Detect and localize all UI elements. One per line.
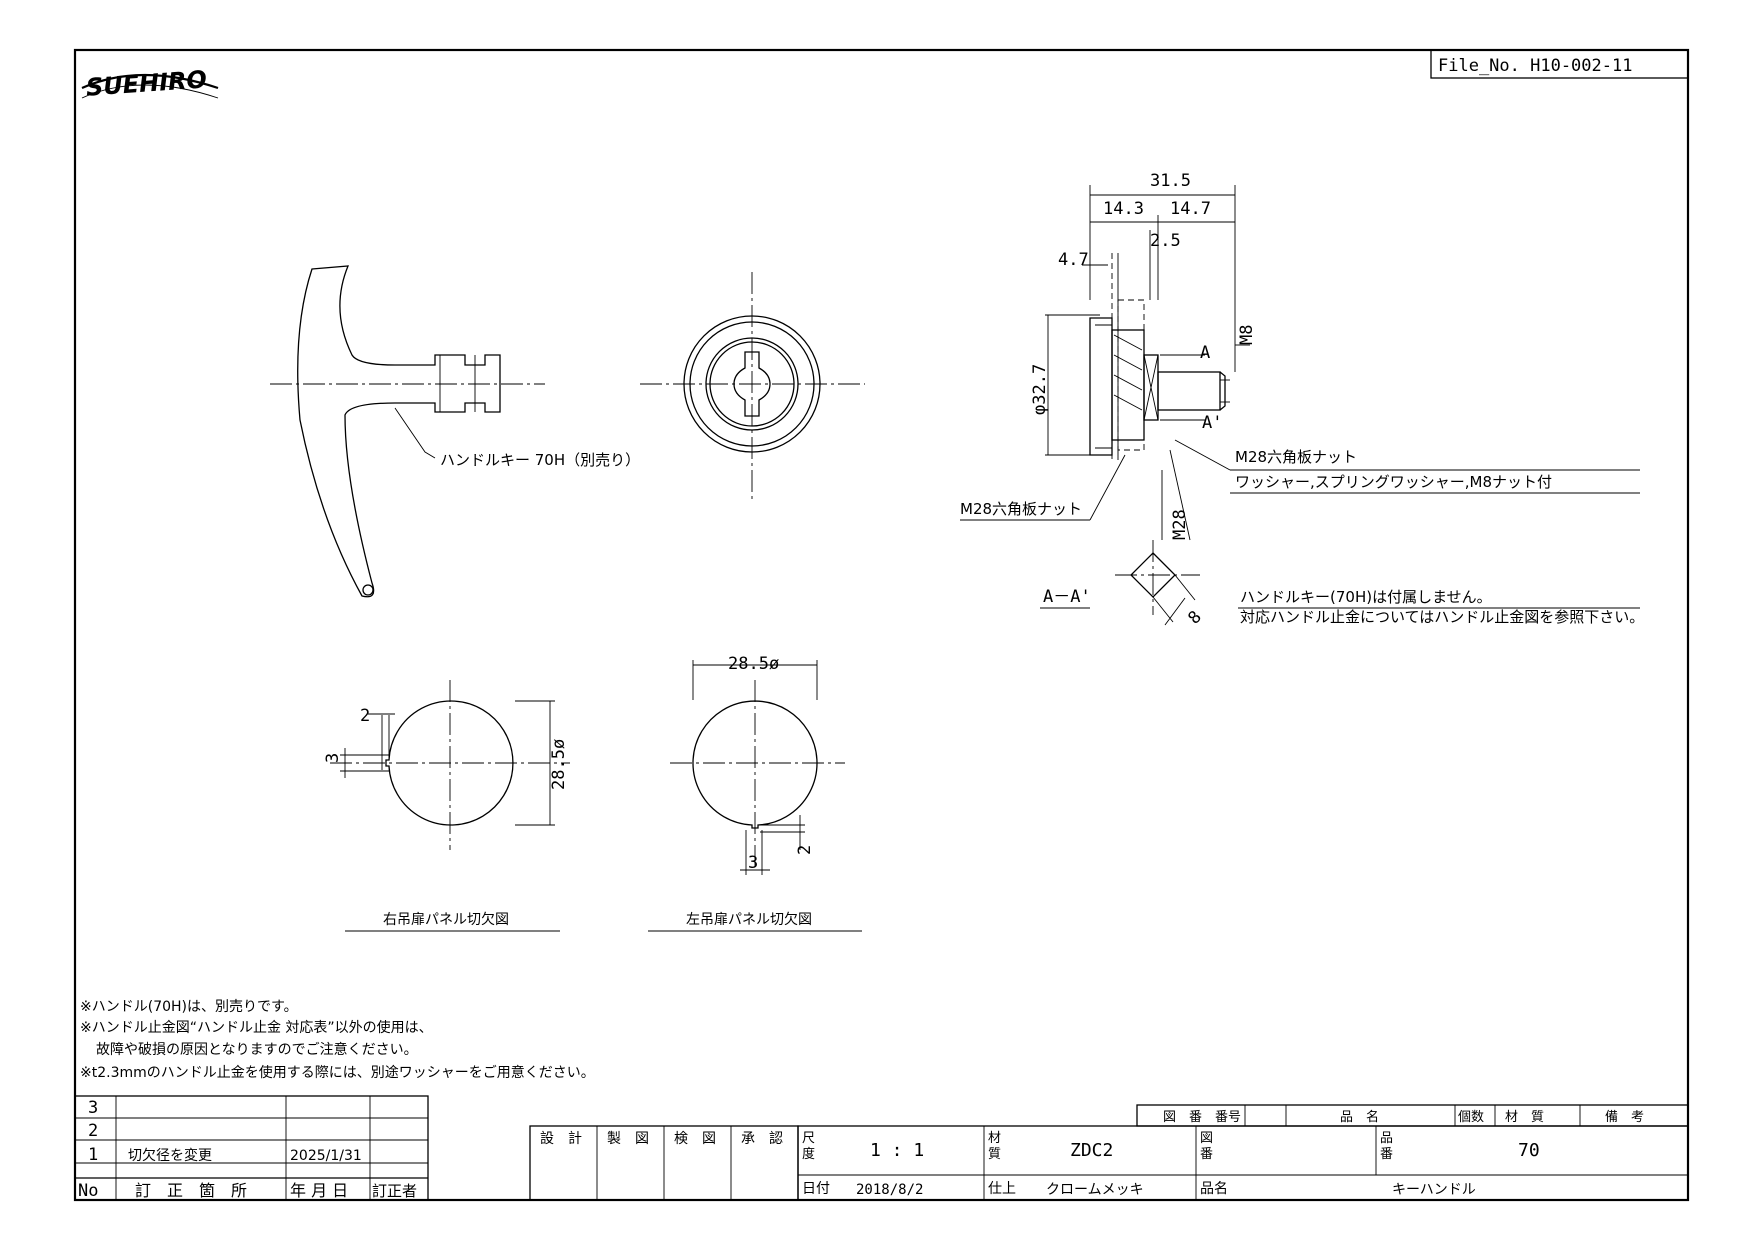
part-no-label-2: 番 bbox=[1380, 1147, 1393, 1162]
suehiro-logo: SUEHIRO bbox=[81, 65, 219, 102]
date-label: 日付 bbox=[802, 1181, 830, 1197]
approval-draft: 製 図 bbox=[607, 1131, 649, 1147]
file-no: File_No. H10-002-11 bbox=[1438, 56, 1632, 76]
scale-label-1: 尺 bbox=[802, 1131, 815, 1146]
finish-value: クロームメッキ bbox=[1046, 1182, 1144, 1198]
note-1: ※ハンドル(70H)は、別売りです。 bbox=[80, 999, 298, 1015]
callout-nut-right: M28六角板ナット bbox=[1235, 448, 1357, 466]
dim-d: 4.7 bbox=[1058, 250, 1089, 270]
cutout-right-caption: 右吊扉パネル切欠図 bbox=[383, 912, 509, 928]
drawing-no-label-2: 番 bbox=[1200, 1147, 1213, 1162]
hdr-zuban: 図 番 番号 bbox=[1163, 1110, 1241, 1125]
logo-text: SUEHIRO bbox=[85, 65, 208, 101]
dim-a: 14.3 bbox=[1103, 199, 1144, 219]
approval-block: 設 計 製 図 検 図 承 認 bbox=[529, 1125, 799, 1201]
cutout-right-view: 2 3 28.5ø 右吊扉パネル切欠図 bbox=[323, 680, 570, 932]
handle-callout: ハンドルキー 70H（別売り） bbox=[440, 451, 640, 469]
approval-design: 設 計 bbox=[540, 1131, 582, 1147]
note-right-1: ハンドルキー(70H)は付属しません。 bbox=[1240, 588, 1492, 606]
lock-front-view bbox=[640, 272, 865, 500]
rev-no-3: 3 bbox=[88, 1098, 98, 1118]
mark-a: A bbox=[1200, 343, 1210, 363]
cutout-right-2: 2 bbox=[360, 706, 370, 726]
sq-dim: 8 bbox=[1184, 607, 1205, 628]
rev-header-no: No bbox=[78, 1181, 98, 1201]
cutout-right-dia: 28.5ø bbox=[549, 739, 569, 790]
note-right-2: 対応ハンドル止金についてはハンドル止金図を参照下さい。 bbox=[1240, 608, 1644, 626]
rev-no-1: 1 bbox=[88, 1145, 98, 1165]
callout-washer: ワッシャー,スプリングワッシャー,M8ナット付 bbox=[1235, 473, 1552, 491]
rev-no-2: 2 bbox=[88, 1121, 98, 1141]
dim-total: 31.5 bbox=[1150, 171, 1191, 191]
note-4: ※t2.3mmのハンドル止金を使用する際には、別途ワッシャーをご用意ください。 bbox=[80, 1064, 595, 1081]
note-3: 故障や破損の原因となりますのでご注意ください。 bbox=[96, 1041, 418, 1058]
title-block: 図 番 番号 品 名 個数 材 質 備 考 尺 度 1 : 1 材 質 ZDC2… bbox=[797, 1104, 1689, 1201]
hdr-kosu: 個数 bbox=[1458, 1110, 1484, 1125]
section-aa: A－A' 8 bbox=[1040, 540, 1206, 629]
dim-c: 2.5 bbox=[1150, 231, 1181, 251]
dim-b: 14.7 bbox=[1170, 199, 1211, 219]
cutout-left-top: 28.5ø bbox=[728, 654, 779, 674]
rev-date-1: 2025/1/31 bbox=[290, 1148, 362, 1164]
rev-header-desc: 訂 正 箇 所 bbox=[135, 1181, 247, 1200]
hdr-hinmei: 品 名 bbox=[1340, 1109, 1379, 1125]
dim-m8: M8 bbox=[1237, 325, 1257, 345]
lock-side-view: 31.5 14.3 14.7 2.5 4.7 φ32.7 A A' M8 bbox=[960, 171, 1640, 541]
callout-nut-left: M28六角板ナット bbox=[960, 500, 1082, 518]
material-label-1: 材 bbox=[988, 1131, 1001, 1146]
part-no-label-1: 品 bbox=[1380, 1131, 1393, 1146]
drawing-no-label-1: 図 bbox=[1200, 1131, 1213, 1146]
rev-desc-1: 切欠径を変更 bbox=[128, 1147, 212, 1164]
mark-a2: A' bbox=[1202, 413, 1222, 433]
date-value: 2018/8/2 bbox=[856, 1182, 923, 1198]
cutout-right-3: 3 bbox=[323, 753, 343, 763]
file-no-box bbox=[1430, 49, 1689, 79]
scale-value: 1 : 1 bbox=[870, 1140, 924, 1161]
notes-right: ハンドルキー(70H)は付属しません。 対応ハンドル止金についてはハンドル止金図… bbox=[1238, 588, 1644, 626]
revision-table: 3 2 1 切欠径を変更 2025/1/31 No 訂 正 箇 所 年 月 日 … bbox=[74, 1095, 429, 1201]
notes-block: ※ハンドル(70H)は、別売りです。 ※ハンドル止金図“ハンドル止金 対応表”以… bbox=[80, 999, 595, 1081]
finish-label: 仕上 bbox=[988, 1181, 1016, 1197]
approval-approve: 承 認 bbox=[741, 1131, 783, 1147]
cutout-left-2: 2 bbox=[795, 845, 815, 855]
dim-dia: φ32.7 bbox=[1030, 364, 1050, 415]
name-value: キーハンドル bbox=[1392, 1182, 1476, 1198]
handle-side-view: ハンドルキー 70H（別売り） bbox=[270, 265, 640, 598]
section-label: A－A' bbox=[1043, 587, 1091, 607]
hdr-biko: 備 考 bbox=[1605, 1109, 1644, 1125]
cutout-left-caption: 左吊扉パネル切欠図 bbox=[686, 912, 812, 928]
rev-header-date: 年 月 日 bbox=[290, 1181, 348, 1200]
material-value: ZDC2 bbox=[1070, 1140, 1113, 1161]
name-label: 品名 bbox=[1200, 1181, 1228, 1197]
hdr-zaishitsu: 材 質 bbox=[1505, 1110, 1544, 1125]
approval-check: 検 図 bbox=[674, 1131, 716, 1147]
note-2: ※ハンドル止金図“ハンドル止金 対応表”以外の使用は、 bbox=[80, 1019, 433, 1036]
cutout-left-3: 3 bbox=[748, 853, 758, 873]
rev-header-by: 訂正者 bbox=[372, 1182, 417, 1200]
cutout-left-view: 28.5ø 2 3 左吊扉パネル切欠図 bbox=[648, 654, 862, 932]
scale-label-2: 度 bbox=[802, 1146, 815, 1162]
part-no-value: 70 bbox=[1518, 1140, 1540, 1161]
material-label-2: 質 bbox=[988, 1147, 1001, 1162]
